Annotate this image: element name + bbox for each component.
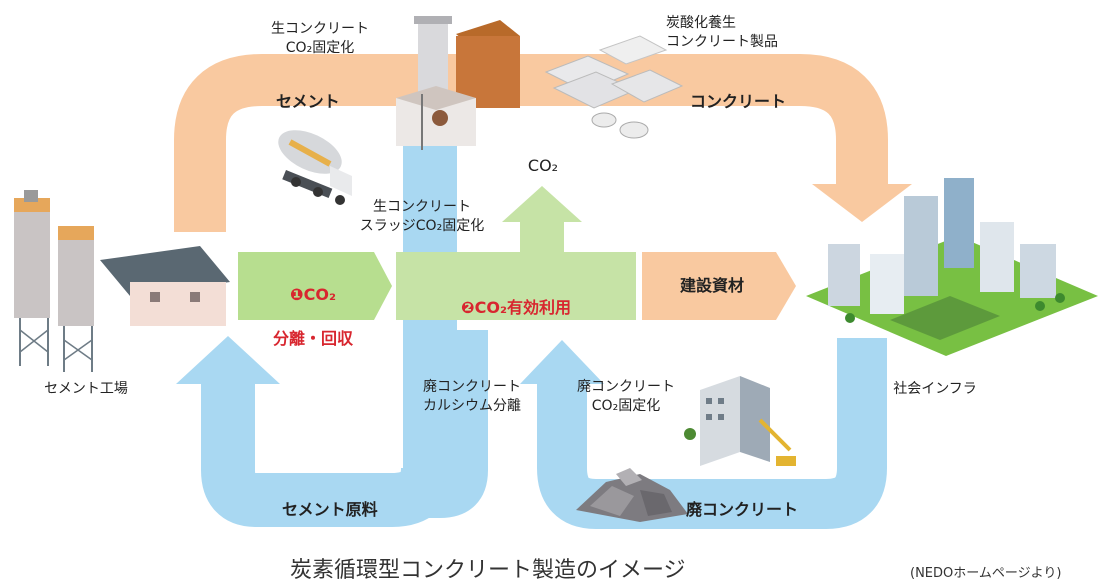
- process-box-building-materials: [642, 252, 796, 320]
- mixer-truck-icon: [278, 130, 352, 205]
- flow-label-co2: CO₂: [527, 156, 559, 175]
- blue-flow-right: [520, 338, 887, 529]
- label-waste-concrete-calcium-separation: 廃コンクリート カルシウム分離: [423, 379, 521, 414]
- label-cement-plant: セメント工場: [44, 381, 128, 397]
- precast-products-icon: [544, 35, 684, 139]
- co2-upward-arrow: [502, 186, 582, 256]
- rubble-pile-icon: [576, 468, 688, 522]
- label-waste-concrete-co2-fixation: 廃コンクリート CO₂固定化: [577, 379, 675, 414]
- flow-label-cement: セメント: [276, 92, 340, 111]
- label-carbonated-concrete-products: 炭酸化養生 コンクリート製品: [666, 15, 778, 50]
- label-social-infrastructure: 社会インフラ: [893, 381, 977, 397]
- label-sludge-co2-fixation: 生コンクリート スラッジCO₂固定化: [359, 199, 485, 234]
- utilization-text: CO₂有効利用: [474, 298, 571, 317]
- flow-label-concrete: コンクリート: [690, 92, 787, 111]
- cement-plant-icon: [14, 190, 230, 372]
- utilization-marker: ❷: [461, 298, 475, 317]
- flow-label-waste-concrete: 廃コンクリート: [686, 500, 799, 519]
- diagram-caption: 炭素循環型コンクリート製造のイメージ: [290, 558, 686, 583]
- city-buildings-icon: [806, 178, 1098, 356]
- separation-recovery: 分離・回収: [272, 329, 353, 348]
- process-box-utilization: [396, 252, 636, 320]
- source-note: (NEDOホームページより): [910, 566, 1062, 581]
- flow-label-cement-raw-material: セメント原料: [282, 500, 378, 519]
- process-separation-label: ❶CO₂ 分離・回収: [238, 262, 388, 350]
- separation-co2: CO₂: [303, 285, 336, 304]
- process-utilization-label: ❷CO₂有効利用: [396, 275, 636, 319]
- label-raw-concrete-co2-fixation: 生コンクリート CO₂固定化: [271, 21, 369, 56]
- process-box-separation: [238, 252, 392, 320]
- orange-flow-arrow: [174, 54, 912, 232]
- batching-plant-icon: [396, 16, 520, 150]
- separation-marker: ❶: [290, 285, 304, 304]
- demolition-building-icon: [684, 376, 796, 466]
- process-building-materials-label: 建設資材: [679, 276, 744, 295]
